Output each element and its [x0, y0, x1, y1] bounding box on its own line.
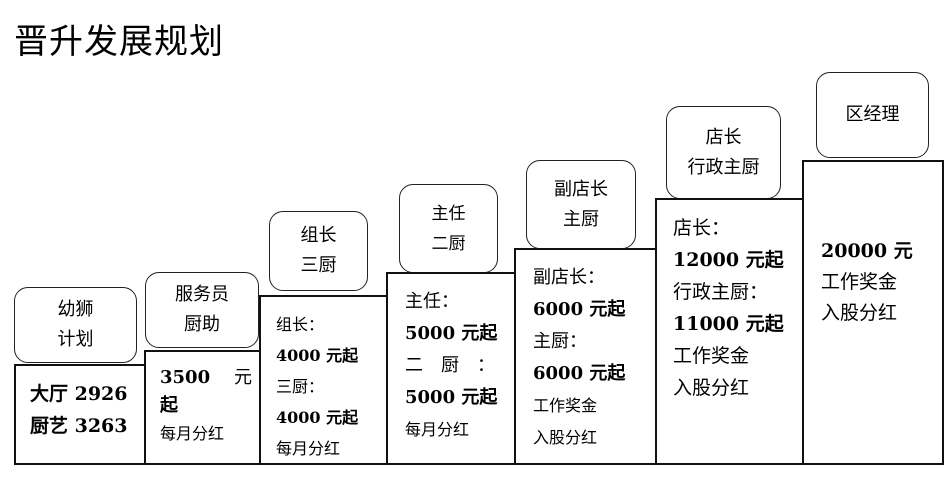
level-6-line: 店长：: [673, 217, 731, 239]
level-6-line: 工作奖金: [673, 345, 750, 367]
level-2-salary-suffix: 起: [160, 395, 178, 416]
level-3-step: 组长： 4000 元起 三厨： 4000 元起 每月分红: [259, 295, 388, 464]
level-7-line: 入股分红: [821, 302, 898, 324]
level-3-line: 每月分红: [276, 439, 341, 458]
level-6-step: 店长： 12000 元起 行政主厨： 11000 元起 工作奖金 入股分红: [655, 198, 804, 464]
level-4-line: 二 厨 ：: [405, 355, 495, 376]
level-5-line: 副店长：: [533, 267, 605, 288]
level-2-role: 厨助: [184, 314, 220, 335]
level-3-line: 组长：: [276, 315, 325, 334]
level-4-role: 二厨: [431, 233, 466, 254]
level-3-bubble: 组长 三厨: [269, 211, 368, 291]
level-1-salary: 厨艺 3263: [30, 415, 128, 437]
level-1-step: 大厅 2926 厨艺 3263: [14, 364, 146, 464]
level-5-line: 主厨：: [533, 331, 587, 352]
level-4-line: 5000 元起: [405, 387, 498, 408]
level-6-line: 行政主厨：: [673, 281, 769, 303]
level-2-bonus: 每月分红: [160, 424, 225, 443]
level-5-line: 入股分红: [533, 428, 598, 447]
level-3-line: 4000 元起: [276, 346, 359, 365]
level-3-role: 组长: [300, 225, 337, 246]
baseline: [14, 463, 944, 465]
level-4-role: 主任: [431, 203, 466, 224]
level-5-line: 6000 元起: [533, 299, 626, 320]
level-1-salary: 大厅 2926: [30, 383, 128, 405]
level-5-step: 副店长： 6000 元起 主厨： 6000 元起 工作奖金 入股分红: [514, 248, 657, 464]
level-3-role: 三厨: [300, 255, 337, 276]
level-5-line: 6000 元起: [533, 363, 626, 384]
level-6-bubble: 店长 行政主厨: [666, 106, 781, 199]
level-1-bubble: 幼狮 计划: [14, 287, 137, 363]
level-4-line: 5000 元起: [405, 323, 498, 344]
level-7-step: 20000 元 工作奖金 入股分红: [802, 160, 944, 464]
level-2-step: 3500 元 起 每月分红: [144, 350, 261, 464]
level-5-line: 工作奖金: [533, 396, 598, 415]
level-4-line: 主任：: [405, 291, 459, 312]
level-6-line: 12000 元起: [673, 249, 784, 271]
level-3-line: 4000 元起: [276, 408, 359, 427]
level-7-bubble: 区经理: [816, 72, 929, 158]
level-6-line: 入股分红: [673, 377, 750, 399]
level-6-role: 行政主厨: [687, 156, 760, 178]
level-2-unit: 元: [234, 367, 252, 388]
level-5-role: 副店长: [554, 178, 608, 200]
level-7-line: 20000 元: [821, 240, 913, 262]
level-6-role: 店长: [705, 126, 742, 148]
level-4-line: 每月分红: [405, 420, 470, 439]
level-7-line: 工作奖金: [821, 271, 898, 293]
level-1-role: 幼狮: [57, 299, 94, 320]
level-2-bubble: 服务员 厨助: [145, 272, 259, 348]
level-2-role: 服务员: [175, 284, 229, 305]
level-5-role: 主厨: [563, 208, 599, 230]
level-4-step: 主任： 5000 元起 二 厨 ： 5000 元起 每月分红: [386, 272, 516, 464]
level-6-line: 11000 元起: [673, 313, 784, 335]
level-3-line: 三厨：: [276, 377, 325, 396]
level-2-salary: 3500: [160, 367, 211, 388]
level-1-role: 计划: [57, 329, 94, 350]
level-5-bubble: 副店长 主厨: [526, 160, 636, 249]
page-title: 晋升发展规划: [14, 22, 224, 62]
level-4-bubble: 主任 二厨: [399, 184, 498, 273]
level-7-role: 区经理: [845, 104, 900, 125]
